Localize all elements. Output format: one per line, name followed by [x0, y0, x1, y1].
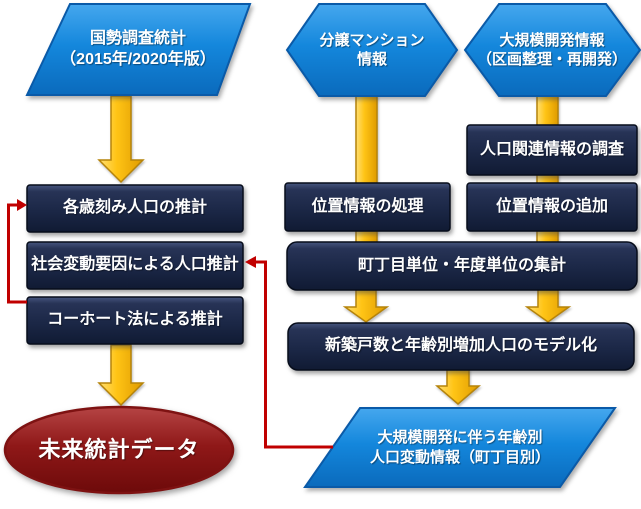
future-stats-ellipse — [3, 405, 235, 495]
large-dev-info-shape — [463, 3, 641, 97]
condo-info-shape — [285, 3, 459, 97]
feedback-devchange-to-social-line — [256, 260, 333, 449]
pop-related-survey-box — [466, 124, 638, 176]
location-processing-box — [284, 182, 451, 232]
location-addition-box — [466, 182, 638, 232]
aggregation-box — [286, 241, 638, 291]
cohort-estimation-box — [26, 296, 244, 345]
arrow-census-to-age — [97, 95, 145, 184]
largedev-flow-bar — [536, 95, 559, 265]
arrow-aggregation-to-model-right — [524, 288, 572, 323]
social-factor-estimation-box — [26, 241, 244, 290]
census-shape — [25, 3, 252, 96]
dev-population-change-shape — [303, 407, 617, 488]
arrow-cohort-to-future — [97, 344, 145, 407]
modeling-box — [287, 322, 635, 371]
arrow-aggregation-to-model-left — [342, 288, 390, 323]
feedback-cohort-to-age-line — [7, 203, 27, 304]
condo-flow-bar — [355, 95, 378, 265]
arrow-model-to-devchange — [434, 368, 482, 405]
age-estimation-box — [26, 184, 244, 233]
feedback-devchange-to-social-arrowhead — [245, 256, 256, 268]
feedback-cohort-to-age-arrowhead — [17, 199, 27, 211]
